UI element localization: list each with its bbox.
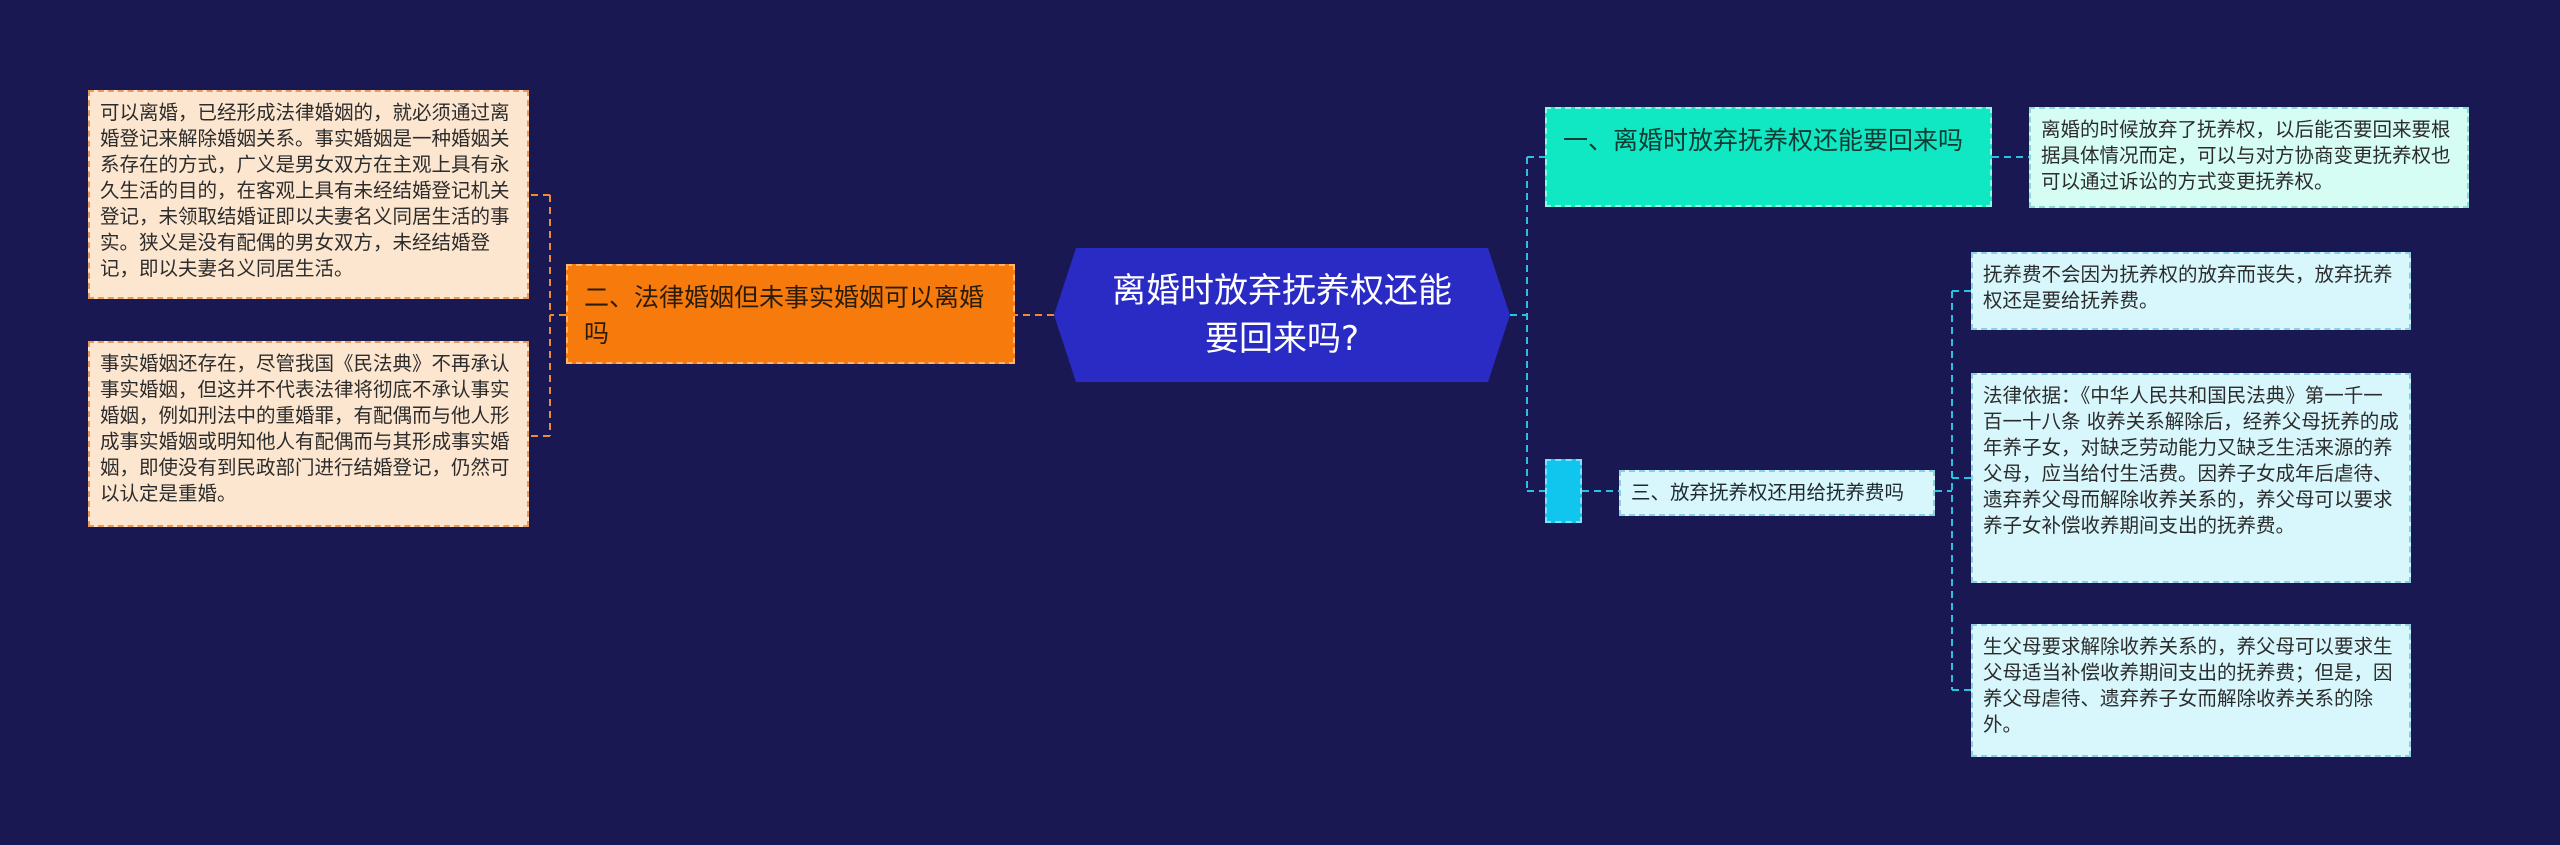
- leaf-text: 法律依据：《中华人民共和国民法典》第一千一百一十八条 收养关系解除后，经养父母抚…: [1983, 384, 2399, 537]
- leaf-legal-basis[interactable]: 法律依据：《中华人民共和国民法典》第一千一百一十八条 收养关系解除后，经养父母抚…: [1971, 373, 2411, 583]
- branch-legal-marriage[interactable]: 二、法律婚姻但未事实婚姻可以离婚吗: [566, 264, 1015, 364]
- connector-left-branch-to-leaves: [529, 194, 566, 437]
- leaf-support-fee-still-due[interactable]: 抚养费不会因为抚养权的放弃而丧失，放弃抚养权还是要给抚养费。: [1971, 252, 2411, 330]
- leaf-text: 生父母要求解除收养关系的，养父母可以要求生父母适当补偿收养期间支出的抚养费；但是…: [1983, 635, 2393, 736]
- leaf-custody-change[interactable]: 离婚的时候放弃了抚养权，以后能否要回来要根据具体情况而定，可以与对方协商变更抚养…: [2029, 107, 2469, 208]
- leaf-text: 可以离婚，已经形成法律婚姻的，就必须通过离婚登记来解除婚姻关系。事实婚姻是一种婚…: [100, 101, 510, 280]
- branch-custody-recover-label: 一、离婚时放弃抚养权还能要回来吗: [1563, 126, 1964, 155]
- branch-support-fee-marker[interactable]: [1545, 459, 1582, 523]
- branch-legal-marriage-label: 二、法律婚姻但未事实婚姻可以离婚吗: [584, 283, 985, 348]
- central-topic-label: 离婚时放弃抚养权还能要回来吗?: [1112, 271, 1452, 359]
- subtopic-support-fee-label: 三、放弃抚养权还用给抚养费吗: [1631, 481, 1905, 504]
- leaf-birth-parents-compensation[interactable]: 生父母要求解除收养关系的，养父母可以要求生父母适当补偿收养期间支出的抚养费；但是…: [1971, 624, 2411, 757]
- connector-center-to-right-branches: [1510, 156, 1545, 492]
- leaf-text: 抚养费不会因为抚养权的放弃而丧失，放弃抚养权还是要给抚养费。: [1983, 263, 2393, 312]
- leaf-de-facto-marriage[interactable]: 事实婚姻还存在，尽管我国《民法典》不再承认事实婚姻，但这并不代表法律将彻底不承认…: [88, 341, 529, 527]
- subtopic-support-fee[interactable]: 三、放弃抚养权还用给抚养费吗: [1619, 470, 1935, 516]
- connector-mid-to-leaves: [1935, 290, 1971, 691]
- leaf-divorce-registration[interactable]: 可以离婚，已经形成法律婚姻的，就必须通过离婚登记来解除婚姻关系。事实婚姻是一种婚…: [88, 90, 529, 299]
- leaf-text: 事实婚姻还存在，尽管我国《民法典》不再承认事实婚姻，但这并不代表法律将彻底不承认…: [100, 352, 510, 505]
- central-topic[interactable]: 离婚时放弃抚养权还能要回来吗?: [1054, 248, 1510, 382]
- leaf-text: 离婚的时候放弃了抚养权，以后能否要回来要根据具体情况而定，可以与对方协商变更抚养…: [2041, 118, 2451, 193]
- branch-custody-recover[interactable]: 一、离婚时放弃抚养权还能要回来吗: [1545, 107, 1992, 207]
